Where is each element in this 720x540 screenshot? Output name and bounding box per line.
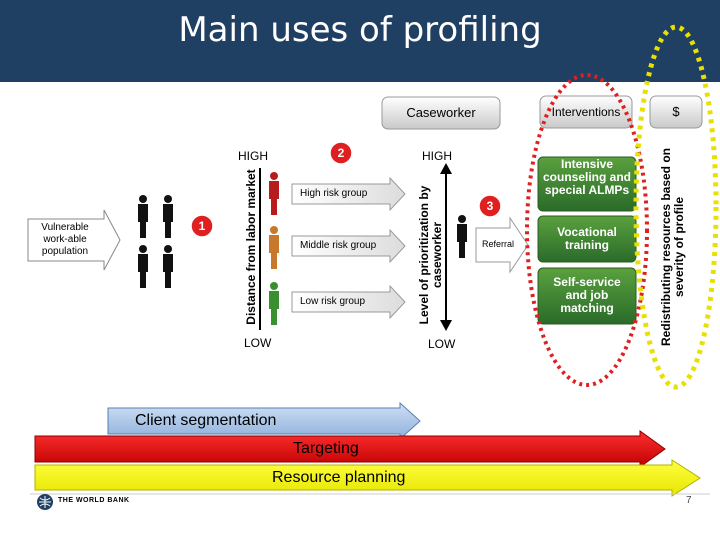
right-axis-high-label: HIGH	[422, 149, 452, 163]
low-risk-group-label: Low risk group	[300, 296, 366, 307]
person-icon	[138, 195, 148, 238]
right-axis-low-label: LOW	[428, 337, 456, 351]
header-bar	[0, 0, 720, 82]
marker-3: 3	[486, 199, 494, 213]
caseworker-box	[381, 96, 501, 130]
person-icon	[138, 245, 148, 288]
page-number: 7	[686, 495, 692, 506]
targeting-label: Targeting	[293, 440, 359, 457]
right-axis-label: Level of prioritization by caseworker	[417, 185, 444, 325]
page-title: Main uses of profiling	[178, 10, 542, 50]
population-label: Vulnerable work-able population	[41, 222, 89, 257]
resources-label: Redistributing resources based on severi…	[659, 147, 686, 347]
low-risk-person-icon	[269, 282, 279, 325]
world-bank-logo-icon	[37, 494, 53, 510]
person-icon	[163, 195, 173, 238]
segmentation-band	[107, 401, 421, 441]
caseworker-label: Caseworker	[406, 105, 476, 120]
marker-3-circle	[478, 194, 502, 218]
middle-risk-person-icon	[269, 226, 279, 269]
intervention-item-3: Self-service and job matching	[553, 275, 621, 315]
high-risk-person-icon	[269, 172, 279, 215]
middle-risk-arrow	[291, 228, 406, 264]
population-arrow	[27, 209, 121, 271]
planning-band	[34, 459, 701, 497]
referral-arrow	[475, 216, 529, 274]
marker-2: 2	[337, 146, 345, 160]
middle-risk-group-label: Middle risk group	[300, 240, 377, 251]
intervention-box-3	[537, 267, 637, 325]
low-risk-arrow	[291, 284, 406, 320]
marker-2-circle	[329, 141, 353, 165]
planning-label: Resource planning	[272, 469, 406, 486]
resources-oval	[633, 24, 719, 390]
intervention-item-1: Intensive counseling and special ALMPs	[542, 157, 631, 197]
population-people	[138, 195, 173, 288]
interventions-header: Interventions	[551, 105, 621, 119]
segmentation-label: Client segmentation	[135, 412, 277, 429]
intervention-item-2: Vocational training	[557, 225, 617, 252]
interventions-oval	[525, 73, 649, 387]
left-axis-label: Distance from labor market	[244, 169, 258, 325]
referral-label: Referral	[482, 239, 515, 249]
marker-1-circle	[190, 214, 214, 238]
interventions-header-box	[539, 95, 633, 129]
person-icon	[163, 245, 173, 288]
right-axis-arrowhead-bottom	[440, 320, 452, 331]
left-axis-low-label: LOW	[244, 336, 272, 350]
intervention-box-2	[537, 215, 637, 263]
intervention-box-1	[537, 156, 637, 212]
marker-1: 1	[198, 219, 206, 233]
resources-header: $	[672, 104, 680, 119]
footer-logo-text: THE WORLD BANK	[58, 497, 130, 504]
high-risk-arrow	[291, 176, 406, 212]
resources-header-box	[649, 95, 703, 129]
caseworker-person-icon	[457, 215, 467, 258]
left-axis-high-label: HIGH	[238, 149, 268, 163]
high-risk-group-label: High risk group	[300, 188, 368, 199]
right-axis-arrowhead-top	[440, 163, 452, 174]
targeting-band	[34, 430, 666, 468]
